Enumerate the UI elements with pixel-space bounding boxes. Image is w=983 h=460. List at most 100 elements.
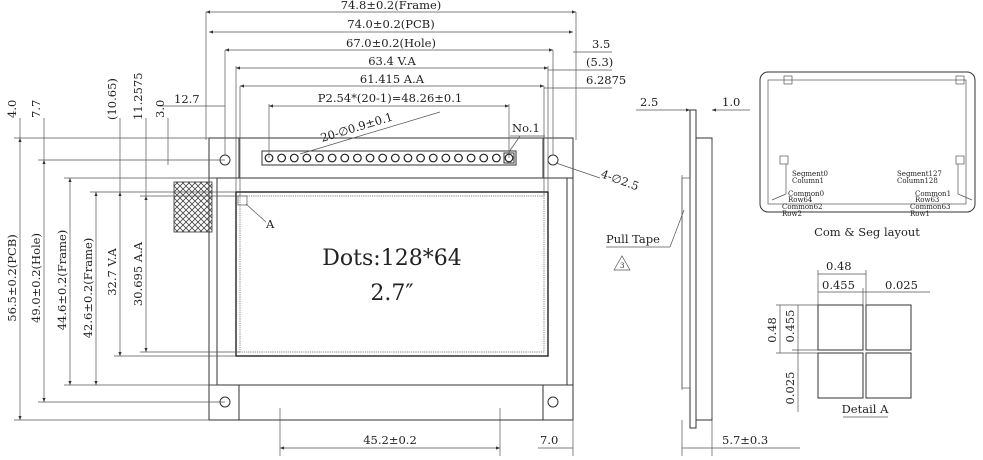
side-glass [695, 137, 713, 421]
layout-com62: Common62 [782, 203, 822, 211]
active-area [239, 195, 545, 353]
dim-pcb-height: 56.5±0.2(PCB) [5, 234, 19, 322]
dim-side-1-0: 1.0 [722, 95, 740, 109]
layout-inner [767, 79, 967, 205]
pin-hole [277, 153, 287, 163]
top-tab-left [208, 137, 240, 179]
dim-11-2575: 11.2575 [131, 72, 145, 120]
dim-thickness: 5.7±0.3 [722, 433, 768, 447]
layout-col128: Column128 [897, 177, 938, 185]
front-view: A Dots:128*64 2.7″ [173, 137, 574, 421]
detail-v-pitch: 0.48 [765, 317, 779, 343]
side-view: 2.5 1.0 Pull Tape 3 5.7±0.3 [606, 95, 800, 456]
dim-7-7: 7.7 [29, 100, 43, 118]
detail-pitch: 0.48 [826, 259, 852, 273]
dim-10-65: (10.65) [105, 78, 119, 120]
pin-hole [454, 153, 463, 163]
layout-row1: Row1 [910, 210, 930, 218]
dim-frame-width: 74.8±0.2(Frame) [341, 0, 442, 12]
dim-6-2875: 6.2875 [586, 73, 626, 87]
detail-dot: 0.455 [822, 278, 855, 292]
side-pcb [689, 109, 697, 429]
note-triangle [613, 255, 631, 271]
layout-title: Com & Seg layout [814, 225, 920, 239]
dim-frame-height-b: 42.6±0.2(Frame) [81, 238, 95, 339]
dim-hole-width: 67.0±0.2(Hole) [346, 36, 436, 50]
dim-3-0: 3.0 [153, 100, 167, 118]
pin-hole [491, 153, 501, 163]
com-seg-layout: Segment0 Column1 Segment127 Column128 Co… [759, 71, 976, 239]
view-area [235, 191, 549, 357]
pin-hole [428, 153, 438, 163]
dim-bottom-hole-width: 45.2±0.2 [363, 433, 417, 447]
dim-5-3: (5.3) [586, 55, 613, 69]
bottom-dimensions: 45.2±0.2 7.0 [279, 408, 574, 456]
detail-dot-tr [865, 304, 912, 351]
detail-dot-tl [817, 304, 864, 351]
detail-gap: 0.025 [885, 278, 918, 292]
pin-hole [353, 153, 362, 163]
dim-left-offset: 12.7 [174, 92, 200, 106]
side-tape [681, 177, 691, 389]
frame-outline [216, 177, 568, 386]
detail-title: Detail A [842, 402, 890, 416]
dim-pin-holes: 20-∅0.9±0.1 [319, 110, 395, 145]
dim-3-5: 3.5 [592, 37, 610, 51]
dim-pin-pitch: P2.54*(20-1)=48.26±0.1 [318, 91, 462, 105]
layout-seg0: Segment0 [792, 170, 828, 178]
layout-row64: Row64 [788, 196, 813, 204]
pin-hole [315, 153, 324, 163]
pin-hole [390, 153, 400, 163]
left-dimensions: 4.0 7.7 (10.65) 11.2575 3.0 56.5±0.2(PCB… [5, 72, 240, 421]
pin-hole [327, 153, 337, 163]
pin-hole [289, 153, 299, 163]
pin-hole [340, 153, 350, 163]
pin-hole [466, 153, 476, 163]
layout-com63: Common63 [910, 203, 950, 211]
dim-aa-width: 61.415 A.A [360, 72, 425, 86]
layout-row2: Row2 [782, 210, 802, 218]
bottom-tab-left [208, 384, 240, 421]
dim-hole-height: 49.0±0.2(Hole) [29, 233, 43, 323]
pin-hole [403, 153, 413, 163]
pin-hole [416, 153, 425, 163]
layout-col1: Column1 [792, 177, 824, 185]
layout-row63: Row63 [915, 196, 939, 204]
detail-marker-box [237, 195, 248, 206]
pin-hole [479, 153, 489, 163]
dim-frame-height-a: 44.6±0.2(Frame) [55, 230, 69, 331]
detail-v-dot: 0.455 [783, 310, 797, 343]
layout-com0: Common0 [788, 190, 824, 198]
pin-header [261, 150, 517, 166]
pull-tape-label: Pull Tape [606, 232, 660, 246]
mount-hole-br [547, 396, 559, 408]
dots-label: Dots:128*64 [322, 246, 461, 271]
top-dimensions: 74.8±0.2(Frame) 74.0±0.2(PCB) 67.0±0.2(H… [160, 0, 641, 196]
layout-com1: Common1 [915, 190, 951, 198]
dim-4-0: 4.0 [5, 100, 19, 118]
dim-side-2-5: 2.5 [640, 95, 658, 109]
layout-seg127: Segment127 [897, 170, 942, 178]
dim-pcb-width: 74.0±0.2(PCB) [347, 17, 435, 31]
hatched-component [173, 181, 213, 233]
size-label: 2.7″ [370, 281, 413, 306]
layout-frame [759, 71, 976, 213]
detail-dot-br [865, 352, 912, 399]
dim-mount-holes: 4-∅2.5 [599, 167, 641, 194]
pin-holes [264, 153, 514, 163]
pin-one-label: No.1 [512, 121, 540, 135]
dim-va-height: 32.7 V.A [105, 248, 119, 296]
pin-hole [365, 153, 375, 163]
detail-dot-bl [817, 352, 864, 399]
pcb-outline [208, 137, 574, 421]
dim-va-width: 63.4 V.A [368, 54, 416, 68]
dim-bottom-right: 7.0 [540, 433, 558, 447]
detail-v-gap: 0.025 [783, 372, 797, 405]
detail-marker-label: A [265, 217, 275, 231]
detail-a: 0.48 0.455 0.025 0.48 0.455 0.025 Detail… [765, 259, 930, 418]
pin-hole [302, 153, 312, 163]
dim-aa-height: 30.695 A.A [131, 241, 145, 306]
note-number: 3 [620, 262, 624, 270]
pin-hole [441, 153, 451, 163]
